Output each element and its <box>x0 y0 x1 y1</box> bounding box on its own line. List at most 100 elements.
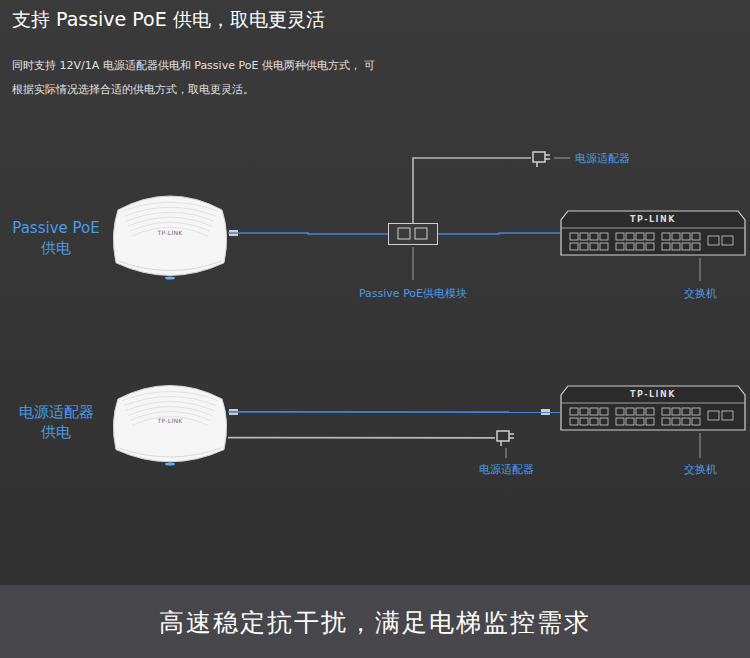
switch-port <box>662 243 670 250</box>
switch-port <box>626 243 634 250</box>
callout-label: 电源适配器 <box>575 151 630 166</box>
switch-port <box>616 233 624 240</box>
rj45-plugs <box>229 230 550 415</box>
switch-case <box>561 211 745 255</box>
switch-port <box>682 408 690 415</box>
switch-edge <box>561 228 745 229</box>
switch-port <box>672 243 680 250</box>
ap-rim <box>118 261 222 271</box>
cable-connector <box>228 232 388 235</box>
switch-port <box>570 418 578 425</box>
brand-logo: TP-LINK <box>630 215 676 224</box>
switch-port <box>590 243 598 250</box>
switch-port <box>646 233 654 240</box>
switch-port <box>570 233 578 240</box>
cable-connector <box>413 158 531 223</box>
leader-line <box>506 448 507 458</box>
status-led <box>165 463 175 466</box>
switch-case <box>561 386 745 430</box>
sfp-port <box>708 236 719 245</box>
switch-port <box>590 408 598 415</box>
ap-body <box>113 386 226 462</box>
power-adapter-icon: 电源适配器 <box>495 428 517 446</box>
power-adapter-icon-outline <box>531 149 553 167</box>
ap-body <box>113 196 226 275</box>
network-switch: TP-LINK交换机 <box>560 210 746 256</box>
brand-logo: TP-LINK <box>630 390 676 399</box>
mode-label: Passive PoE 供电 <box>10 218 102 258</box>
poe-injector-box-outline <box>388 223 438 245</box>
switch-port <box>646 418 654 425</box>
leader-line <box>700 258 701 281</box>
switch-port <box>672 233 680 240</box>
switch-port <box>580 408 588 415</box>
brand-logo: TP-LINK <box>158 229 183 236</box>
switch-port <box>682 418 690 425</box>
switch-port <box>600 408 608 415</box>
switch-port <box>646 243 654 250</box>
cable-connector <box>438 233 560 234</box>
switch-port <box>636 233 644 240</box>
caption-text: 高速稳定抗干扰，满足电梯监控需求 <box>159 605 591 638</box>
switch-port <box>626 233 634 240</box>
subtitle-note: 同时支持 12V/1A 电源适配器供电和 Passive PoE 供电两种供电方… <box>12 54 382 102</box>
switch-edge <box>561 403 745 404</box>
switch-port <box>682 243 690 250</box>
power-adapter-icon: 电源适配器 <box>531 149 553 167</box>
switch-port <box>600 233 608 240</box>
network-switch: TP-LINK交换机 <box>560 385 746 431</box>
switch-port <box>590 418 598 425</box>
switch-port <box>692 418 700 425</box>
power-adapter-icon-outline <box>495 428 517 446</box>
callout-label: 电源适配器 <box>479 462 534 477</box>
switch-port <box>600 418 608 425</box>
switch-port <box>672 418 680 425</box>
switch-port <box>616 243 624 250</box>
switch-port <box>692 243 700 250</box>
rj45-port <box>415 228 427 239</box>
poe-injector-box: Passive PoE供电模块 <box>388 223 438 245</box>
page-title: 支持 Passive PoE 供电，取电更灵活 <box>12 7 325 33</box>
switch-port <box>692 408 700 415</box>
sfp-port <box>722 236 733 245</box>
adapter-plug <box>533 152 550 167</box>
switch-port <box>662 408 670 415</box>
switch-port <box>662 418 670 425</box>
sfp-port <box>708 411 719 420</box>
switch-port <box>626 418 634 425</box>
callout-label: 交换机 <box>684 462 717 477</box>
switch-port <box>600 243 608 250</box>
switch-port <box>636 418 644 425</box>
switch-port <box>682 233 690 240</box>
rj45-port <box>398 228 410 239</box>
brand-logo: TP-LINK <box>158 417 183 424</box>
ap-rim <box>118 448 222 457</box>
switch-port <box>636 243 644 250</box>
cable-connector <box>228 411 560 413</box>
caption-band: 高速稳定抗干扰，满足电梯监控需求 <box>0 585 750 658</box>
module-case <box>389 224 438 245</box>
switch-port <box>672 408 680 415</box>
switch-port <box>570 408 578 415</box>
callout-label: Passive PoE供电模块 <box>359 286 467 301</box>
mode-label: 电源适配器 供电 <box>16 402 96 442</box>
cable-connector <box>228 437 495 439</box>
access-point: TP-LINK <box>112 186 228 282</box>
adapter-plug <box>497 431 514 446</box>
switch-port <box>662 233 670 240</box>
leader-line <box>413 247 414 280</box>
switch-port <box>580 233 588 240</box>
switch-port <box>580 243 588 250</box>
access-point: TP-LINK <box>112 376 228 468</box>
switch-port <box>616 408 624 415</box>
switch-port <box>570 243 578 250</box>
switch-port <box>616 418 624 425</box>
switch-port <box>646 408 654 415</box>
ap-ridge <box>132 227 208 236</box>
leader-line <box>700 433 701 458</box>
switch-port <box>636 408 644 415</box>
status-led <box>165 277 175 280</box>
